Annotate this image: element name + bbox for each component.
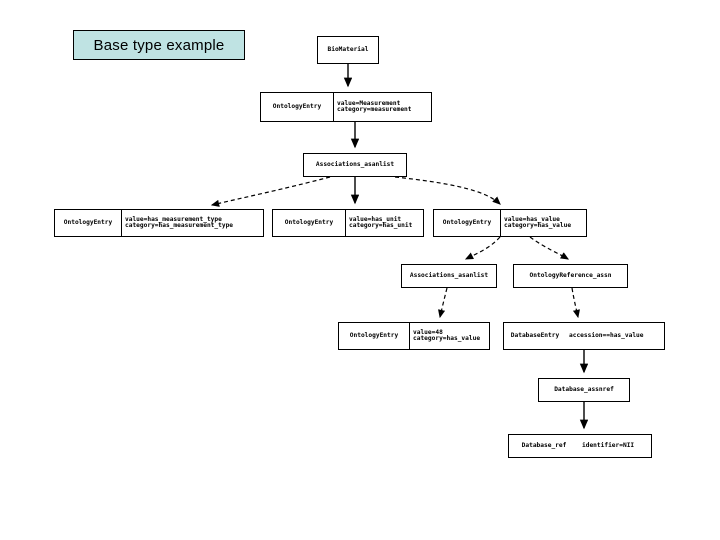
node-dbentry: DatabaseEntry accession==has_value xyxy=(503,322,665,350)
edge-ontologyreference-to-databaseentry xyxy=(571,287,580,319)
node-oe_unit-attr: value=has_unit xyxy=(349,215,402,223)
node-dbentry-name: DatabaseEntry xyxy=(510,331,560,339)
edge-associations-to-measurementtype xyxy=(210,176,331,207)
title-box: Base type example xyxy=(73,30,245,60)
node-oe_unit-name: OntologyEntry xyxy=(284,218,334,226)
node-assoc_mid-name: Associations_asanlist xyxy=(409,271,489,279)
edge-hasvalue-to-ontologyreference xyxy=(529,236,570,260)
node-ontref_assn: OntologyReference_assn xyxy=(513,264,628,288)
node-oe_value-attr: category=has_value xyxy=(504,222,572,229)
node-oe_48-name: OntologyEntry xyxy=(349,331,399,339)
node-db_assnref-name: Database_assnref xyxy=(554,385,614,393)
node-oe_value-name: OntologyEntry xyxy=(442,218,492,226)
node-assoc_top-name: Associations_asanlist xyxy=(315,160,395,168)
node-ontref_assn-name: OntologyReference_assn xyxy=(529,271,612,279)
edge-associations-to-hasvalue xyxy=(394,176,501,205)
node-oe_unit-attr: category=has_unit xyxy=(349,222,413,229)
node-db_ref-attrs: identifier=NII xyxy=(579,435,637,457)
node-oe_meas_type-attr: category=has_measurement_type xyxy=(125,222,234,229)
node-oe_value-attr: value=has_value xyxy=(504,215,560,223)
node-db_ref-attr: identifier=NII xyxy=(582,441,635,449)
edge-hasvalue-to-associationsmid xyxy=(464,236,501,260)
node-biomaterial: BioMaterial xyxy=(317,36,379,64)
node-dbentry-attrs: accession==has_value xyxy=(566,323,647,349)
node-oe_48-attr: category=has_value xyxy=(413,335,481,342)
node-biomaterial-name: BioMaterial xyxy=(327,45,369,53)
node-oe_48-attr: value=48 xyxy=(413,328,443,336)
node-db_ref: Database_ref identifier=NII xyxy=(508,434,652,458)
node-db_ref-name: Database_ref xyxy=(521,441,567,449)
node-dbentry-attr: accession==has_value xyxy=(569,331,644,339)
node-assoc_top: Associations_asanlist xyxy=(303,153,407,177)
edge-associationsmid-to-ontologyentry48 xyxy=(438,287,448,319)
node-assoc_mid: Associations_asanlist xyxy=(401,264,497,288)
title-label: Base type example xyxy=(93,36,225,54)
node-oe_measurement-attr: value=Measurement xyxy=(337,99,401,107)
node-db_assnref: Database_assnref xyxy=(538,378,630,402)
node-oe_meas_type-name: OntologyEntry xyxy=(63,218,113,226)
node-oe_measurement-attr: category=measurement xyxy=(337,106,412,113)
node-oe_meas_type-attr: value=has_measurement_type xyxy=(125,215,222,223)
node-oe_measurement-name: OntologyEntry xyxy=(272,102,322,110)
